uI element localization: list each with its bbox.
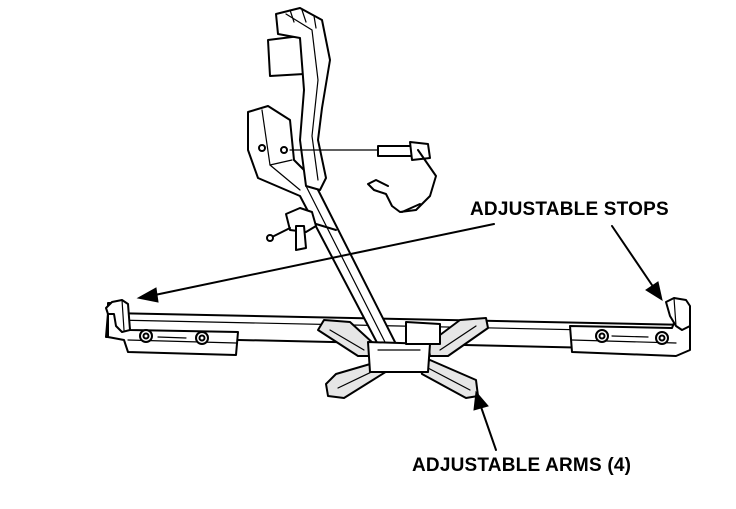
- left-adjustable-stop: [105, 299, 131, 333]
- leader-line-stops-right: [611, 225, 663, 302]
- leader-line-arms: [473, 390, 497, 451]
- leader-line-stops-left: [136, 223, 495, 303]
- center-hub: [367, 321, 441, 373]
- anti-wobble-bolt: [266, 207, 337, 251]
- adjustable-stops-label: ADJUSTABLE STOPS: [470, 199, 669, 220]
- right-adjustable-stop: [665, 297, 691, 331]
- adjustable-arms: [317, 317, 489, 399]
- adjustable-arms-label: ADJUSTABLE ARMS (4): [412, 455, 632, 476]
- hitch-pin: [289, 141, 437, 213]
- hitch-strap: [267, 7, 331, 191]
- tray-bolts: [139, 329, 669, 345]
